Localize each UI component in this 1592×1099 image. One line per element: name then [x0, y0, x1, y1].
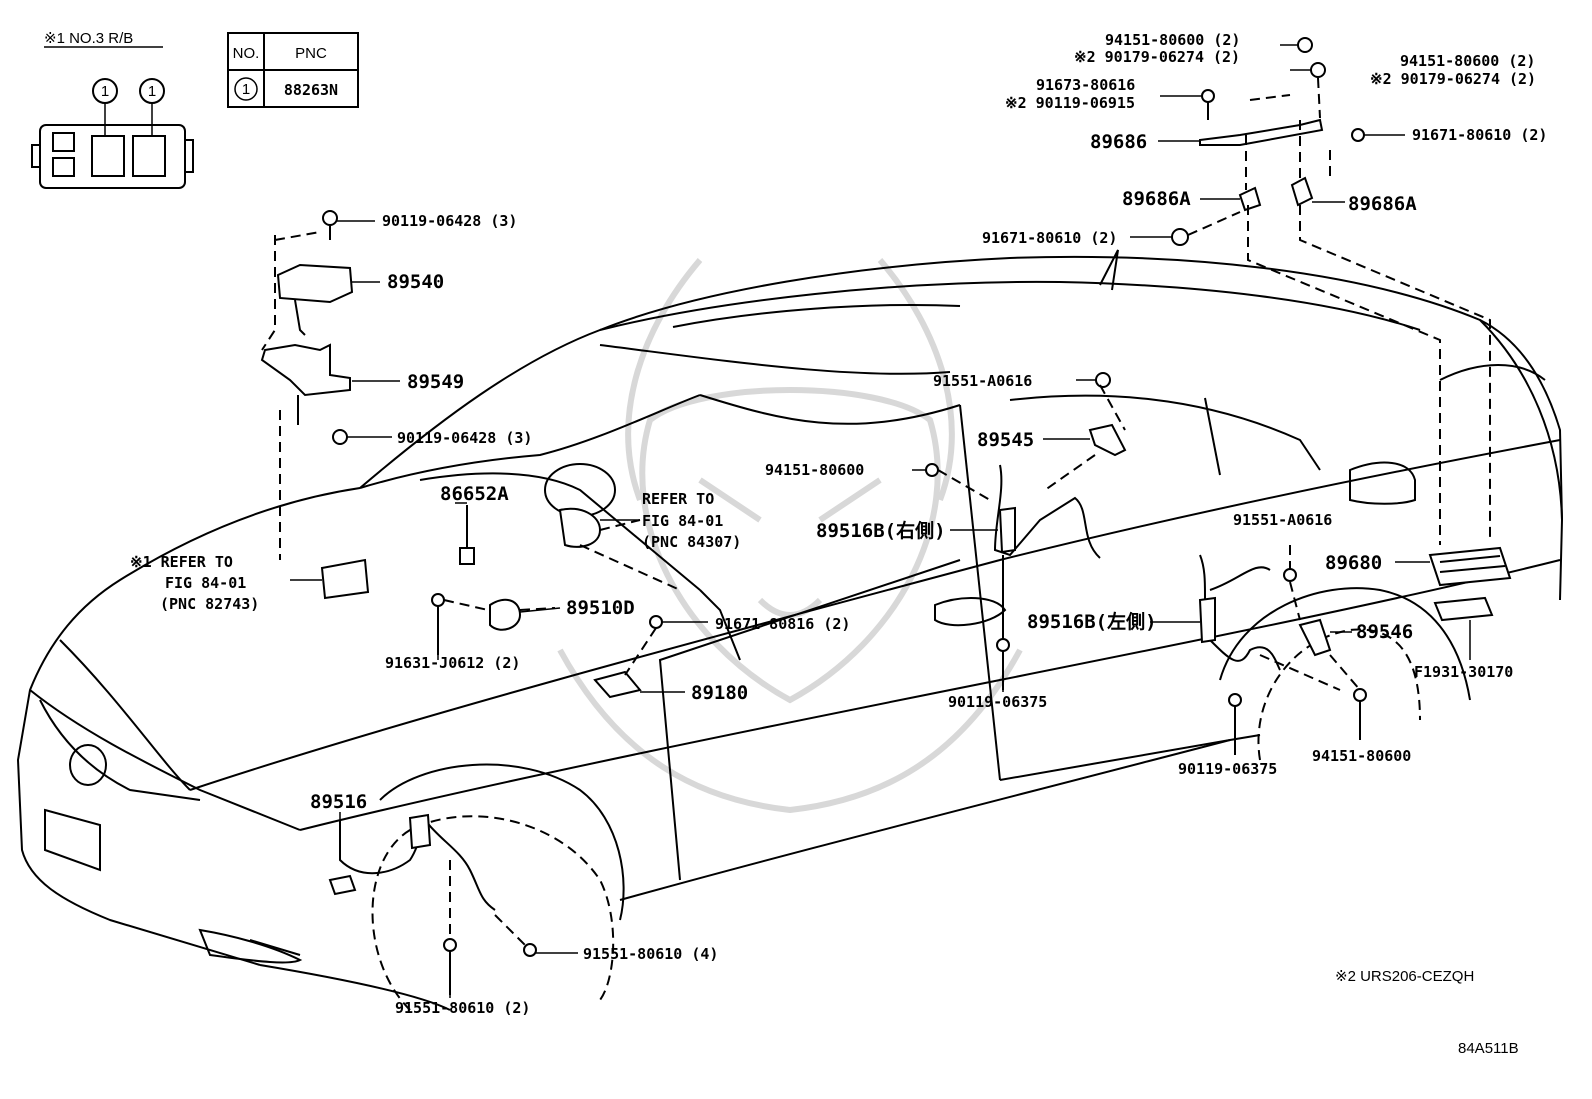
watermark-emblem: [557, 258, 1023, 814]
vehicle-outline: [16, 249, 1564, 1011]
label-90119-06428-top: 90119-06428 (3): [382, 212, 517, 230]
front-components-group: [290, 505, 708, 699]
leader-lines: [339, 502, 1004, 998]
label-89680: 89680: [1325, 552, 1382, 574]
relay-callout-2: 1: [148, 83, 156, 100]
pnc-table-header-no: NO.: [233, 45, 260, 62]
label-89516: 89516: [310, 791, 367, 813]
relay-block-inset: ※1 NO.3 R/B 1 1: [31, 30, 194, 189]
label-91631-j0612: 91631-J0612 (2): [385, 654, 520, 672]
label-89686a-right: 89686A: [1348, 193, 1417, 215]
label-91551-80610-4: 91551-80610 (4): [583, 945, 718, 963]
front-harness-group: [328, 813, 578, 995]
center-sensor-group: [912, 372, 1127, 690]
label-90119-06375-a: 90119-06375: [948, 693, 1047, 711]
label-91673-80616: 91673-80616: [1036, 76, 1135, 94]
label-90179-06274-2b: ※2 90179-06274 (2): [1370, 70, 1536, 88]
label-89546: 89546: [1356, 621, 1413, 643]
relay-block-title: ※1 NO.3 R/B: [44, 30, 133, 47]
label-89516b-left: 89516B(左側): [1027, 610, 1157, 633]
yaw-sensor-bracket-group: [260, 210, 400, 560]
abs-module-group: [1395, 546, 1512, 660]
pnc-table-row-pnc: 88263N: [284, 81, 338, 99]
label-94151-80600-2a: 94151-80600 (2): [1105, 31, 1240, 49]
label-refer-1-line3: (PNC 82743): [160, 595, 259, 613]
label-90119-06428-bot: 90119-06428 (3): [397, 429, 532, 447]
label-89516b-right: 89516B(右側): [816, 519, 946, 542]
label-91551-a0616-b: 91551-A0616: [1233, 511, 1332, 529]
label-89545: 89545: [977, 429, 1034, 451]
rear-bracket-group: [1130, 37, 1491, 545]
label-91551-80610-2: 91551-80610 (2): [395, 999, 530, 1017]
label-91671-80610-2a: 91671-80610 (2): [1412, 126, 1547, 144]
label-90119-06915: ※2 90119-06915: [1005, 94, 1135, 112]
label-94151-80600-mid: 94151-80600: [765, 461, 864, 479]
label-94151-80600-low: 94151-80600: [1312, 747, 1411, 765]
label-89549: 89549: [407, 371, 464, 393]
note-2: ※2 URS206-CEZQH: [1335, 968, 1474, 985]
label-89686: 89686: [1090, 131, 1147, 153]
label-refer-2-line3: (PNC 84307): [642, 533, 741, 551]
pnc-table-row-no: 1: [242, 81, 250, 98]
rear-left-harness-group: [1150, 545, 1367, 755]
label-89686a-left: 89686A: [1122, 188, 1191, 210]
label-90119-06375-b: 90119-06375: [1178, 760, 1277, 778]
label-refer-2-line1: REFER TO: [642, 490, 714, 508]
label-refer-1-line2: FIG 84-01: [165, 574, 246, 592]
pnc-table-header-pnc: PNC: [295, 45, 327, 62]
label-94151-80600-2b: 94151-80600 (2): [1400, 52, 1535, 70]
label-91671-80610-2b: 91671-80610 (2): [982, 229, 1117, 247]
label-refer-2-line2: FIG 84-01: [642, 512, 723, 530]
label-90179-06274-2a: ※2 90179-06274 (2): [1074, 48, 1240, 66]
label-91671-80816: 91671-80816 (2): [715, 615, 850, 633]
label-86652a: 86652A: [440, 483, 509, 505]
label-89180: 89180: [691, 682, 748, 704]
relay-callout-1: 1: [101, 83, 109, 100]
label-f1931-30170: F1931-30170: [1414, 663, 1513, 681]
label-91551-a0616-a: 91551-A0616: [933, 372, 1032, 390]
label-refer-1-line1: ※1 REFER TO: [130, 553, 233, 571]
label-89540: 89540: [387, 271, 444, 293]
label-89510d: 89510D: [566, 597, 635, 619]
diagram-code: 84A511B: [1458, 1040, 1519, 1057]
pnc-table: NO. PNC 1 88263N: [227, 32, 359, 108]
